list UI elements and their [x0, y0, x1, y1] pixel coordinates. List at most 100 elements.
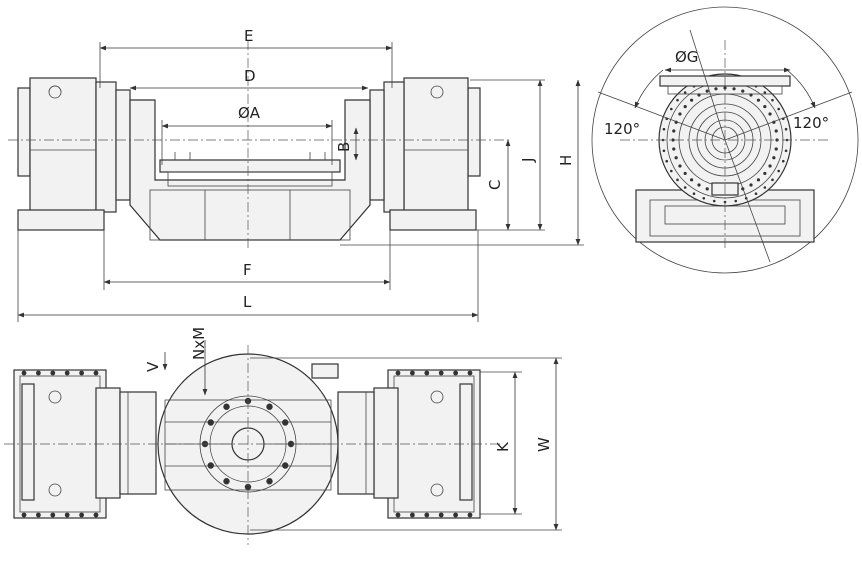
- bolt-hole: [689, 178, 694, 182]
- bolt-hole: [64, 512, 70, 518]
- bolt-hole: [772, 156, 776, 160]
- label-A: ØA: [238, 104, 261, 122]
- label-V: V: [144, 361, 162, 372]
- bolt-hole: [763, 186, 767, 189]
- bolt-hole: [36, 512, 41, 518]
- bolt-hole: [207, 462, 214, 469]
- bolt-hole: [723, 86, 727, 90]
- label-angle-right: 120°: [793, 114, 829, 132]
- bolt-hole: [662, 149, 666, 153]
- bolt-hole: [410, 370, 415, 376]
- bolt-hole: [771, 178, 774, 182]
- bolt-hole: [670, 169, 673, 173]
- label-C: C: [486, 180, 504, 190]
- bolt-hole: [266, 403, 273, 410]
- bolt-hole: [662, 127, 666, 131]
- bolt-hole: [774, 129, 778, 133]
- side-view: ØG 120° 120°: [591, 6, 859, 274]
- bolt-hole: [676, 178, 679, 182]
- label-E: E: [244, 27, 253, 45]
- bolt-hole: [93, 370, 99, 376]
- bolt-hole: [702, 196, 706, 200]
- bolt-hole: [395, 370, 401, 376]
- bolt-hole: [683, 91, 687, 94]
- bolt-hole: [683, 104, 687, 109]
- bolt-hole: [712, 199, 716, 203]
- bolt-hole: [771, 98, 774, 102]
- bolt-hole: [424, 370, 430, 376]
- bolt-hole: [672, 147, 676, 151]
- label-F: F: [243, 261, 252, 279]
- label-NxM: NxM: [190, 327, 208, 360]
- bolt-hole: [282, 419, 289, 426]
- bolt-hole: [266, 478, 273, 485]
- front-view: [8, 40, 510, 250]
- bolt-hole: [777, 107, 780, 111]
- bolt-hole: [678, 112, 682, 116]
- bolt-hole: [424, 512, 430, 518]
- label-B: B: [335, 142, 353, 152]
- bolt-hole: [50, 512, 56, 518]
- bolt-hole: [768, 112, 772, 116]
- bolt-hole: [395, 512, 401, 518]
- bolt-hole: [749, 183, 753, 187]
- bolt-hole: [674, 156, 678, 160]
- bolt-hole: [438, 370, 444, 376]
- bolt-hole: [784, 149, 788, 153]
- bolt-hole: [763, 104, 767, 109]
- bolt-hole: [50, 370, 56, 376]
- bolt-hole: [438, 512, 444, 518]
- label-H: H: [557, 155, 575, 166]
- bolt-hole: [763, 171, 767, 176]
- bolt-hole: [732, 87, 736, 91]
- bolt-hole: [453, 370, 458, 376]
- bolt-hole: [754, 192, 758, 195]
- bolt-hole: [763, 91, 767, 94]
- bolt-hole: [207, 419, 214, 426]
- bolt-hole: [93, 512, 99, 518]
- bolt-hole: [781, 159, 785, 163]
- bolt-hole: [79, 512, 84, 518]
- top-view: NxM V K W: [4, 327, 562, 545]
- bolt-hole: [79, 370, 84, 376]
- bolt-hole: [756, 178, 761, 182]
- bolt-hole: [467, 512, 473, 518]
- label-K: K: [494, 441, 512, 452]
- bolt-hole: [453, 512, 458, 518]
- bolt-hole: [665, 159, 669, 163]
- bolt-hole: [768, 164, 772, 168]
- bolt-hole: [244, 483, 252, 491]
- bolt-hole: [784, 127, 788, 131]
- label-W: W: [535, 437, 553, 452]
- bolt-hole: [678, 164, 682, 168]
- bolt-hole: [21, 512, 27, 518]
- flange-bolts: [21, 370, 473, 518]
- bolt-hole: [774, 147, 778, 151]
- bolt-hole: [223, 478, 230, 485]
- bolt-hole: [777, 169, 780, 173]
- bolt-hole: [705, 187, 709, 191]
- label-G: ØG: [675, 48, 698, 66]
- bolt-hole: [672, 129, 676, 133]
- bolt-hole: [671, 138, 675, 142]
- bolt-hole: [683, 186, 687, 189]
- bolt-hole: [410, 512, 415, 518]
- bolt-hole: [676, 98, 679, 102]
- front-dimensions: E D ØA B C J H F L: [17, 27, 584, 322]
- label-angle-left: 120°: [604, 120, 640, 138]
- bolt-hole: [282, 462, 289, 469]
- label-J: J: [519, 158, 537, 163]
- bolt-hole: [21, 370, 27, 376]
- bolt-hole: [697, 183, 701, 187]
- bolt-hole: [36, 370, 41, 376]
- bolt-hole: [734, 199, 738, 203]
- bolt-hole: [683, 171, 687, 176]
- bolt-hole: [287, 440, 295, 448]
- bolt-hole: [467, 370, 473, 376]
- label-D: D: [244, 67, 256, 85]
- bolt-hole: [705, 89, 709, 93]
- bolt-hole: [689, 98, 694, 102]
- bolt-hole: [692, 192, 696, 195]
- bolt-hole: [756, 98, 761, 102]
